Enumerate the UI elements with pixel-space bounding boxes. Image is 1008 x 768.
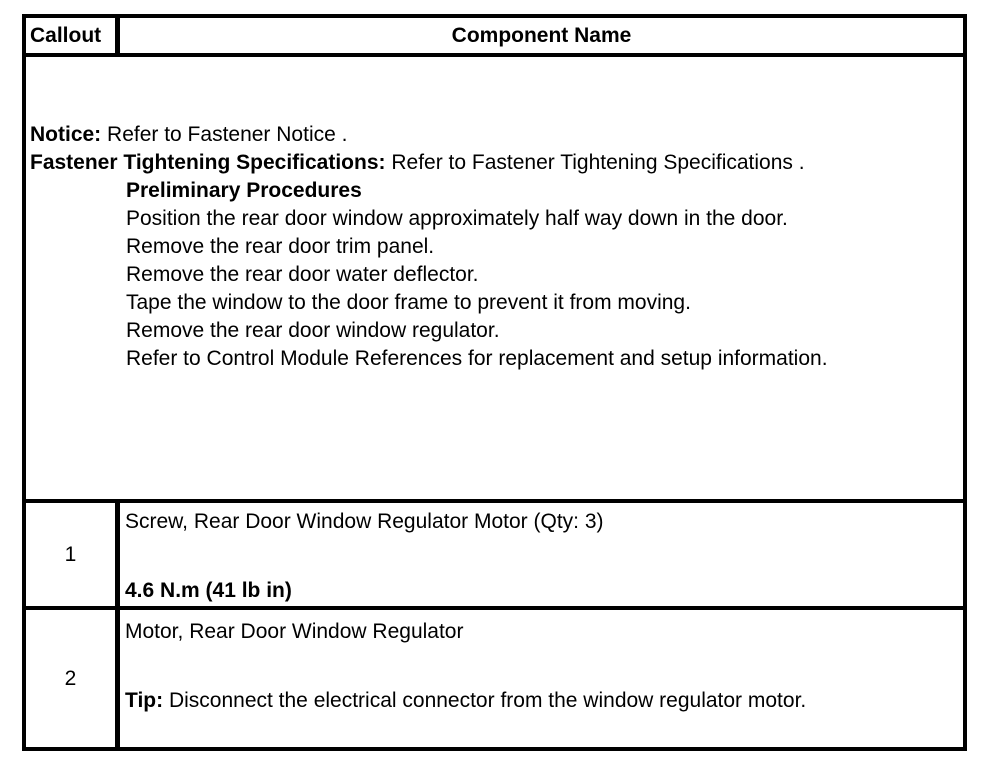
preamble-cell: Notice: Refer to Fastener Notice . Faste… [26,57,963,499]
torque-spec-text: 4.6 N.m (41 lb in) [125,579,292,602]
preamble-row: Notice: Refer to Fastener Notice . Faste… [26,57,963,503]
procedure-step: Refer to Control Module References for r… [126,347,828,370]
fastener-notice-line: Notice: Refer to Fastener Notice . [30,121,959,149]
table-row: 1 Screw, Rear Door Window Regulator Moto… [26,503,963,610]
procedure-step: Remove the rear door water deflector. [126,263,479,286]
component-name-text: Screw, Rear Door Window Regulator Motor … [125,510,604,533]
preliminary-procedures-heading: Preliminary Procedures [126,179,362,202]
component-name-text: Motor, Rear Door Window Regulator [125,620,464,643]
callout-column-header: Callout [26,18,120,53]
callout-number-cell: 2 [26,610,120,747]
fastener-spec-line: Fastener Tightening Specifications: Refe… [30,149,959,177]
notice-label: Notice: [30,123,102,146]
component-cell: Screw, Rear Door Window Regulator Motor … [120,503,963,606]
tip-text: Disconnect the electrical connector from… [163,689,807,712]
component-spec-table: Callout Component Name Notice: Refer to … [22,14,967,751]
procedure-list: Position the rear door window approximat… [126,205,959,373]
tip-line: Tip: Disconnect the electrical connector… [125,687,963,715]
component-cell: Motor, Rear Door Window Regulator Tip: D… [120,610,963,747]
procedure-step: Position the rear door window approximat… [126,207,788,230]
component-name-column-header: Component Name [451,23,632,47]
callout-number-cell: 1 [26,503,120,606]
notice-text: Refer to Fastener Notice . [101,123,348,146]
table-row: 2 Motor, Rear Door Window Regulator Tip:… [26,610,963,747]
tip-label: Tip: [125,689,164,712]
procedure-step: Tape the window to the door frame to pre… [126,291,691,314]
procedure-step: Remove the rear door trim panel. [126,235,435,258]
fastener-spec-label: Fastener Tightening Specifications: [30,151,386,174]
procedure-step: Remove the rear door window regulator. [126,319,500,342]
preliminary-procedures-block: Preliminary Procedures Position the rear… [126,177,959,373]
fastener-spec-text: Refer to Fastener Tightening Specificati… [385,151,805,174]
table-header-row: Callout Component Name [26,18,963,57]
